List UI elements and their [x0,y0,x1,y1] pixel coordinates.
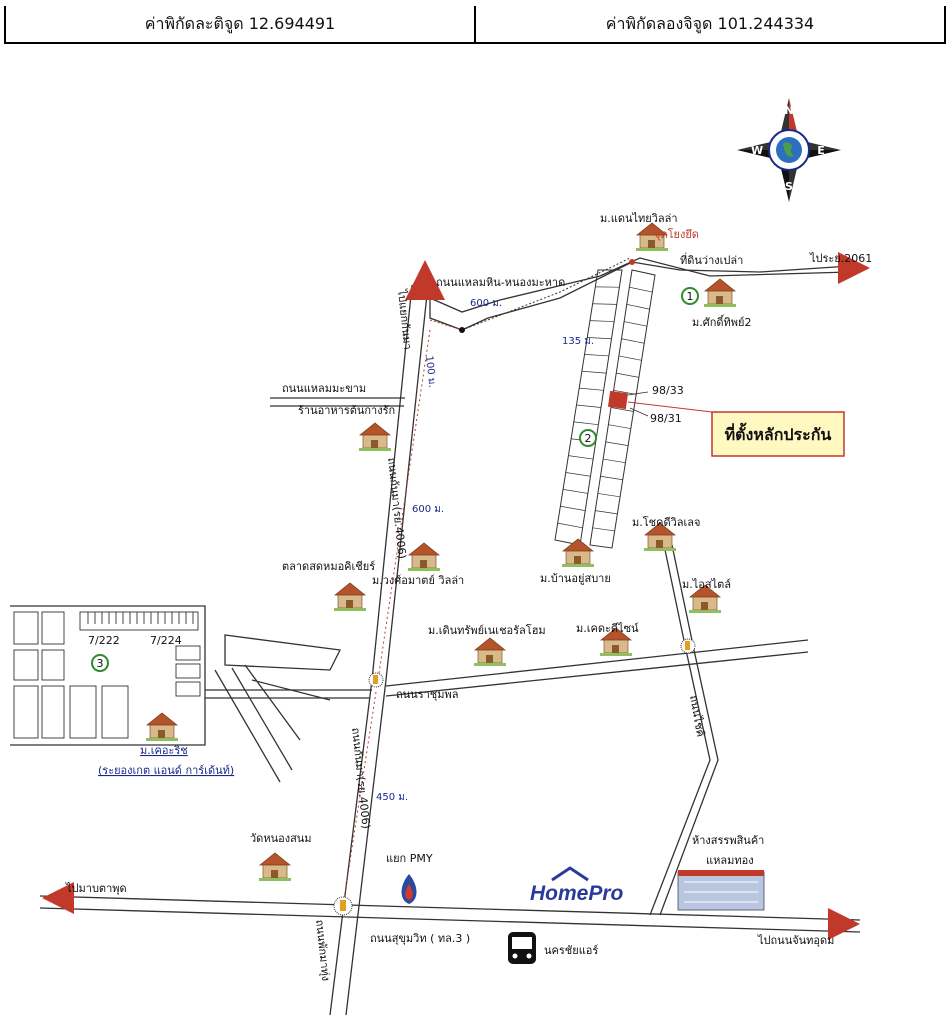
road-lower-left: ถนนพักมาทุ่ง [313,919,332,982]
distance-450: 450 ม. [376,792,408,803]
left-subdivision [13,611,201,739]
compass-n: N [784,104,793,117]
distance-135: 135 ม. [562,336,594,347]
road-kanma-upper: ถนนกันมา(รย.4006) [385,457,409,560]
road-ratchaphon: ถนนราชุมพล [396,688,459,701]
place-k-rich-sub: (ระยองเกต แอนด์ การ์เด้นท์) [98,764,234,777]
mall-icon [677,870,765,911]
road-laem-makham: ถนนแหลมมะขาม [282,382,366,395]
collateral-plot [607,390,629,410]
road-to-map-ta-phut: ไปมาบตาพุด [65,882,127,895]
collateral-label: ที่ตั้งหลักประกัน [725,422,832,444]
place-daen-thai: ม.แดนไทยวิลล่า [600,212,678,225]
place-pmy: แยก PMY [386,852,433,865]
house-icon [145,712,179,742]
marker-1: 1 [681,287,699,305]
distance-600b: 600 ม. [412,504,444,515]
place-den-sap: ม.เดินทรัพย์เนเชอรัลโฮม [428,623,546,637]
plot-7-224: 7/224 [150,634,182,647]
place-i-style: ม.ไอสไตล์ [682,578,731,591]
place-chokdee: ม.โชคดีวิลเลจ [632,515,701,529]
road-sukhumvit: ถนนสุขุมวิท ( ทล.3 ) [370,932,470,945]
pmy-logo-icon [401,874,417,904]
junction-marker [459,327,465,333]
temple-icon [258,852,292,882]
marker-2: 2 [579,429,597,447]
svg-text:2: 2 [585,432,592,445]
place-wongsaomart: ม.วงศ์อมาตย์ วิลล่า [372,574,464,587]
plot-98-33: 98/33 [652,384,684,397]
place-market: ตลาดสดหมอคิเชียร์ [282,560,375,573]
place-k-design: ม.เคดะดีไซน์ [576,622,639,635]
place-k-rich: ม.เคอะริช [140,744,188,757]
marker-3: 3 [91,654,109,672]
house-icon [407,542,441,572]
road-kanma-lower: ถนนกันมา(รย.4006) [349,727,373,830]
distance-100: 100 ม. [423,355,437,388]
place-mall-l1: ห้างสรรพสินค้า [692,834,764,847]
place-restaurant: ร้านอาหารต้นกางรัก [298,404,395,417]
road-to-chanthaburi: ไปถนนจันทอุดม [757,934,834,947]
place-empty-land: ที่ดินว่างเปล่า [680,252,743,267]
road-laem-hin: ถนนแหลมหิน-หนองมะหาด [436,276,565,289]
collateral-callout [711,411,845,457]
place-sak-thip: ม.ศักดิ์ทิพย์2 [692,314,751,329]
house-icon [561,538,595,568]
homepro-logo: HomePro [530,882,624,905]
coordinates-header: ค่าพิกัดละติจูด 12.694491 ค่าพิกัดลองจิจ… [4,6,946,44]
house-icon [473,637,507,667]
place-start-point: จุดโยงยึด [654,227,699,241]
place-wat: วัดหนองสนม [250,832,312,845]
compass-s: S [785,180,793,193]
place-mall-l2: แหลมทอง [706,854,754,867]
road-to-2061: ไประย.2061 [809,252,872,265]
plot-98-31: 98/31 [650,412,682,425]
svg-text:3: 3 [97,657,104,670]
house-icon [358,422,392,452]
longitude-label: ค่าพิกัดลองจิจูด 101.244334 [474,6,944,42]
compass-rose-icon: N S E W [737,98,841,202]
plot-7-222: 7/222 [88,634,120,647]
house-icon [703,278,737,308]
traffic-light-icon [333,638,696,916]
start-point-marker [629,259,635,265]
compass-w: W [751,144,763,157]
road-to-kanma: ไปแยกกันมา [395,288,414,350]
road-chaisong: ถนนไชคิ [687,694,707,738]
homepro-roof-icon [551,866,589,882]
svg-text:1: 1 [687,290,694,303]
house-icon [333,582,367,612]
compass-e: E [817,144,825,157]
bus-icon [508,932,536,964]
subdivision-lots [554,269,656,549]
place-bus: นครชัยแอร์ [544,944,598,957]
place-baan-yu-sabai: ม.บ้านอยู่สบาย [540,572,611,585]
distance-600a: 600 ม. [470,298,502,309]
latitude-label: ค่าพิกัดละติจูด 12.694491 [144,13,336,33]
